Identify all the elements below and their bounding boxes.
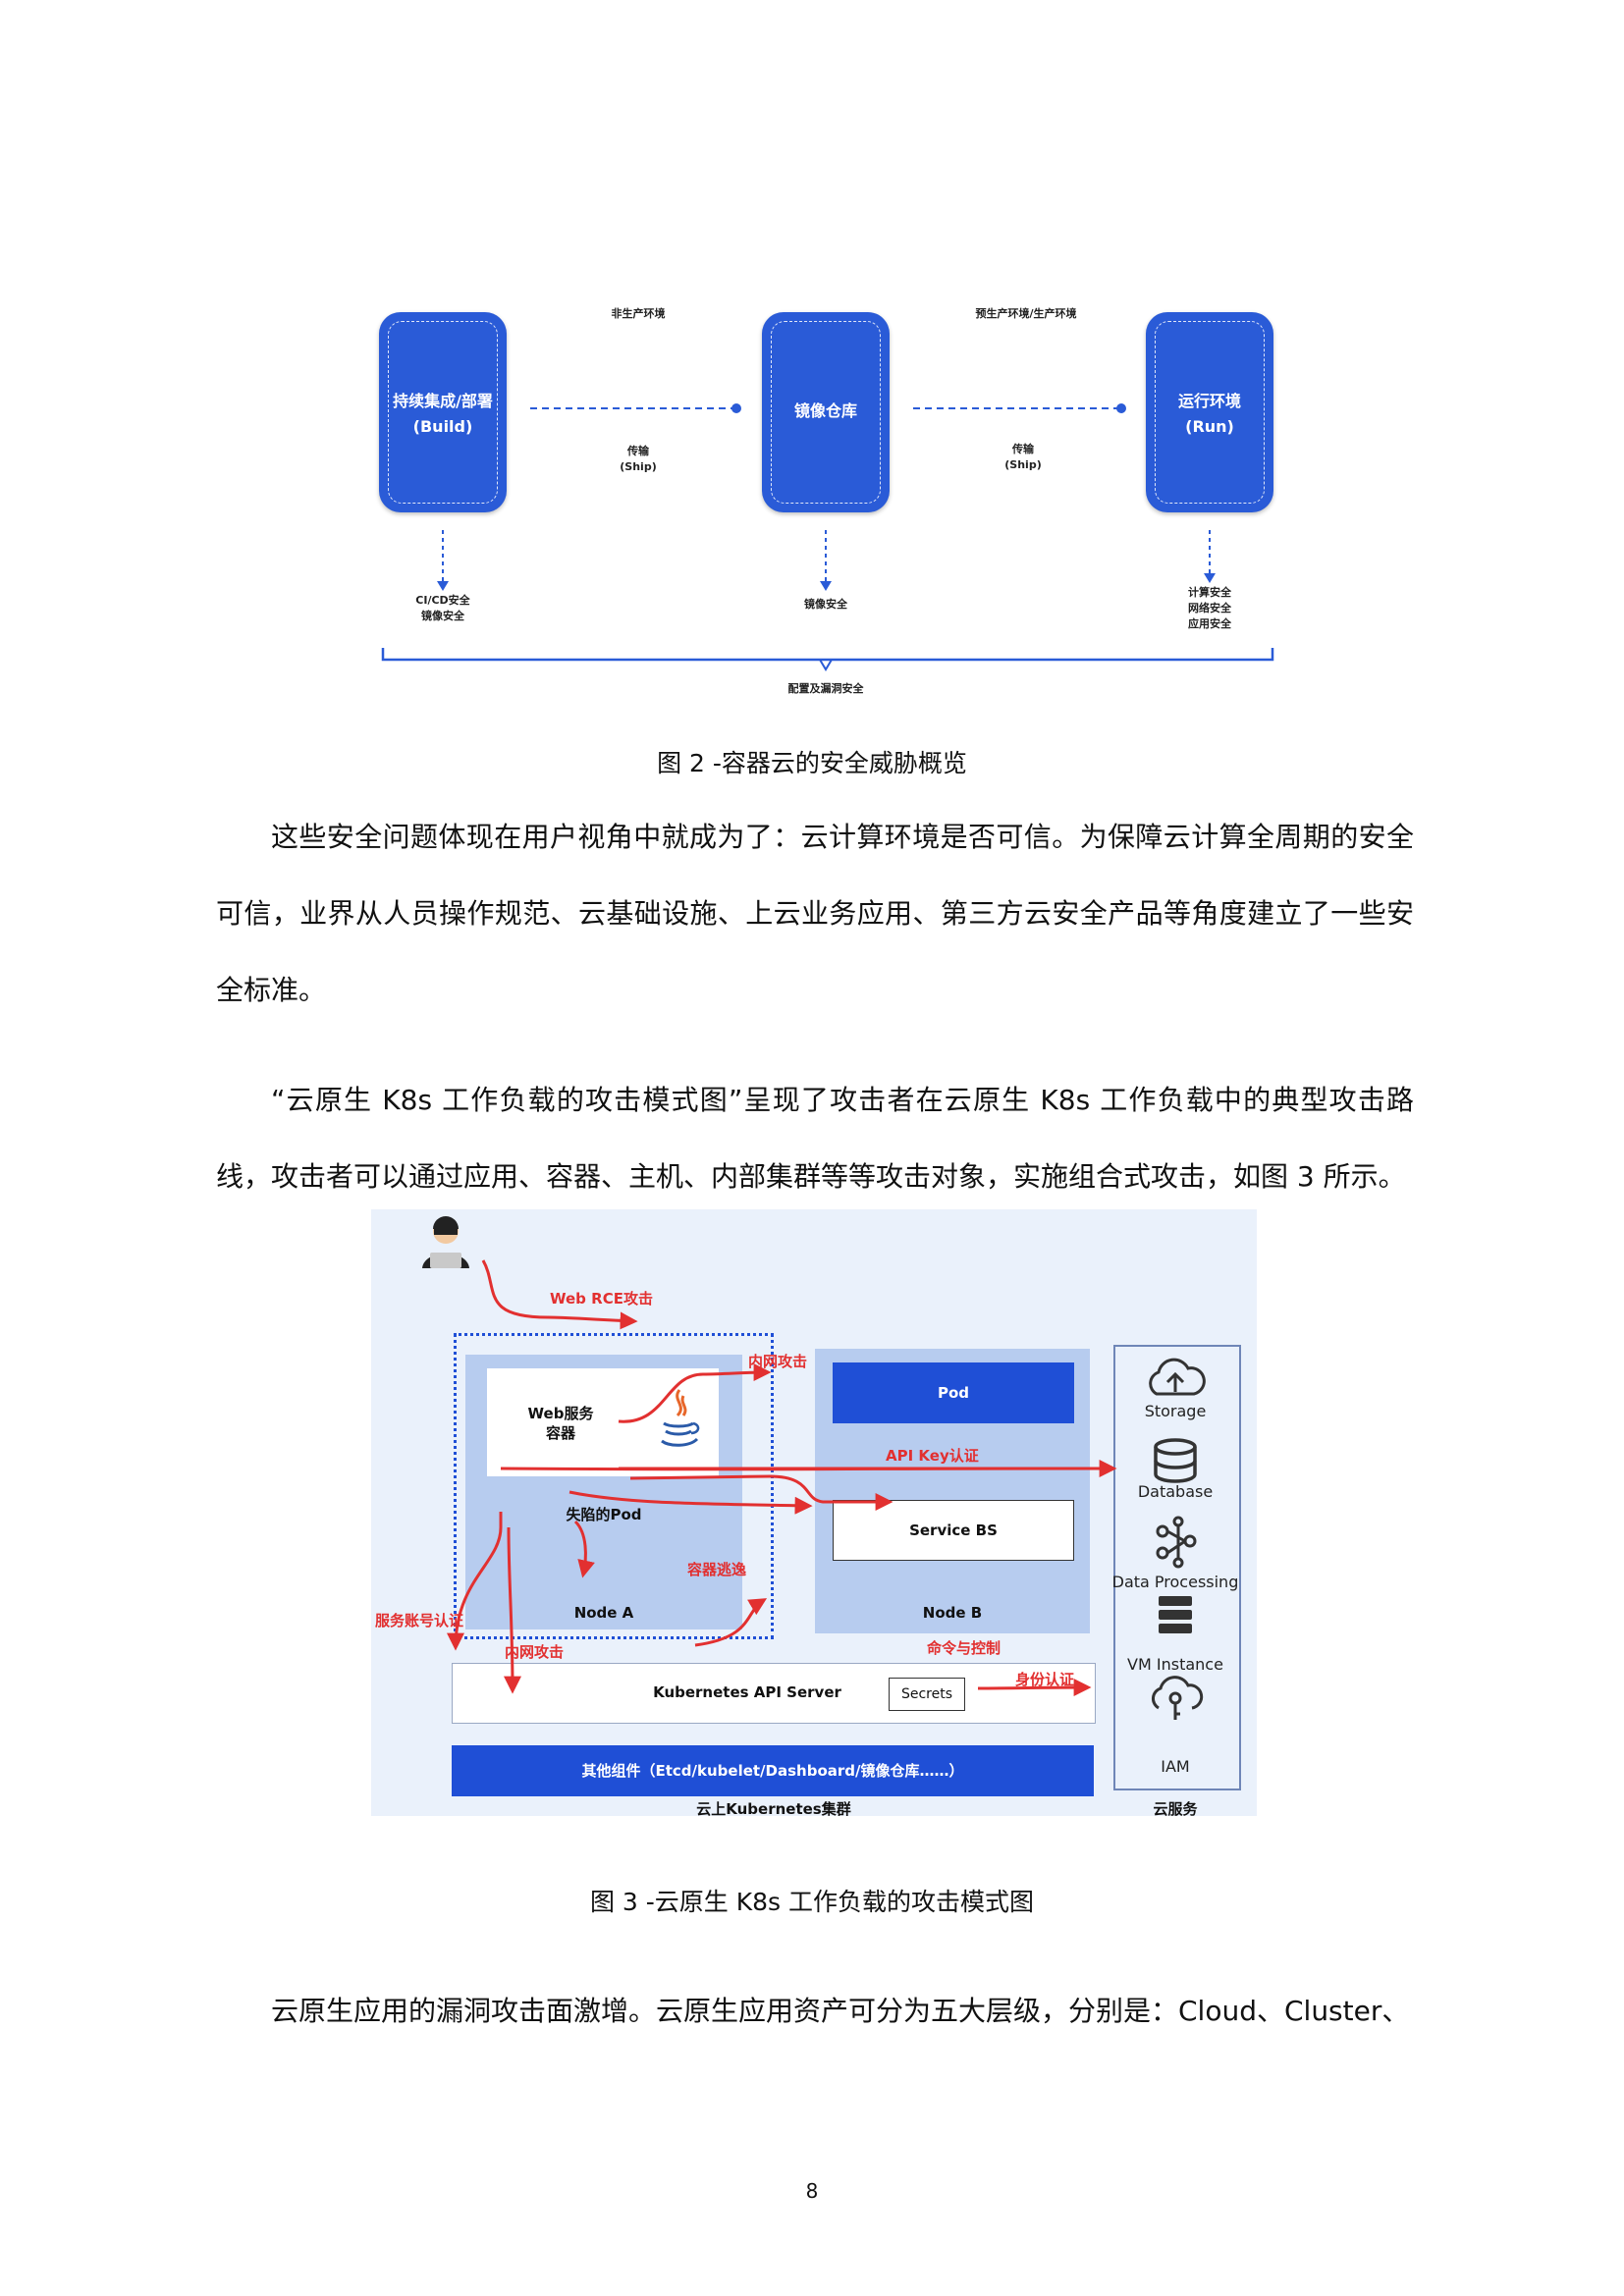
figure-security-overview: 持续集成/部署 (Build) 镜像仓库 运行环境 (Run) 非生产环境 预生… [0,0,1624,707]
web-container-box: Web服务 容器 [487,1368,719,1476]
storage-icon [1149,1358,1206,1396]
pod-box: Pod [833,1362,1074,1423]
database-icon [1154,1438,1197,1483]
service-data-processing-label: Data Processing [1111,1573,1239,1591]
paragraph-1-text: 这些安全问题体现在用户视角中就成为了：云计算环境是否可信。为保障云计算全周期的安… [216,821,1414,1006]
attack-label-intranet-1: 内网攻击 [748,1353,808,1370]
attack-label-command-control: 命令与控制 [927,1639,1001,1657]
attack-label-web-rce: Web RCE攻击 [550,1290,653,1308]
cluster-label: 云上Kubernetes集群 [696,1800,851,1818]
paragraph-3-text: 云原生应用的漏洞攻击面激增。云原生应用资产可分为五大层级，分别是：Cloud、C… [271,1995,1410,2027]
figure-attack-pattern: Web服务 容器 失陷的Pod Node A Pod Service BS No… [371,1209,1257,1818]
attacker-icon [422,1216,469,1268]
java-icon [661,1389,700,1447]
stage-build: 持续集成/部署 (Build) [379,312,507,512]
other-components-label: 其他组件（Etcd/kubelet/Dashboard/镜像仓库……） [581,1762,964,1780]
iam-icon [1152,1676,1204,1720]
figure1-caption: 图 2 -容器云的安全威胁概览 [657,749,967,777]
attack-label-identity-auth: 身份认证 [1015,1671,1075,1688]
security-label-run: 计算安全 网络安全 应用安全 [1188,586,1231,630]
secrets-label: Secrets [900,1686,953,1702]
env-label-nonprod: 非生产环境 [611,307,666,320]
attack-label-service-account: 服务账号认证 [375,1612,464,1629]
figure2-caption: 图 3 -云原生 K8s 工作负载的攻击模式图 [589,1888,1035,1916]
api-server-label: Kubernetes API Server [653,1683,841,1701]
env-label-prod: 预生产环境/生产环境 [975,307,1077,320]
paragraph-3: 云原生应用的漏洞攻击面激增。云原生应用资产可分为五大层级，分别是：Cloud、C… [216,1973,1414,2050]
compromised-pod-label: 失陷的Pod [566,1506,642,1523]
paragraph-1: 这些安全问题体现在用户视角中就成为了：云计算环境是否可信。为保障云计算全周期的安… [216,799,1414,1029]
page-number: 8 [805,2179,819,2203]
paragraph-2-text: “云原生 K8s 工作负载的攻击模式图”呈现了攻击者在云原生 K8s 工作负载中… [216,1084,1414,1193]
service-database-label: Database [1137,1482,1214,1501]
node-b-label: Node B [922,1604,983,1622]
attack-label-intranet-2: 内网攻击 [505,1643,565,1661]
secrets-box: Secrets [889,1678,965,1711]
service-bs-box: Service BS [833,1500,1074,1561]
web-container-label: Web服务 容器 [527,1405,594,1442]
stage-build-label: 持续集成/部署 (Build) [393,392,493,436]
transfer-label-2: 传输 (Ship) [1004,443,1042,471]
stage-run-label: 运行环境 (Run) [1177,392,1241,436]
paragraph-2: “云原生 K8s 工作负载的攻击模式图”呈现了攻击者在云原生 K8s 工作负载中… [216,1062,1414,1215]
other-components-box: 其他组件（Etcd/kubelet/Dashboard/镜像仓库……） [452,1745,1094,1796]
pod-label: Pod [937,1384,970,1402]
stage-registry: 镜像仓库 [762,312,890,512]
service-vm-instance-label: VM Instance [1127,1655,1223,1674]
security-label-build: CI/CD安全 镜像安全 [415,594,470,622]
attack-label-api-key: API Key认证 [886,1447,979,1465]
transfer-label-1: 传输 (Ship) [620,445,657,473]
stage-run: 运行环境 (Run) [1146,312,1273,512]
bottom-brace-label: 配置及漏洞安全 [787,682,864,695]
data-processing-icon [1156,1516,1197,1569]
attack-arrows [447,1259,1257,1697]
api-server-box: Kubernetes API Server Secrets [452,1663,1096,1724]
service-bs-label: Service BS [909,1522,998,1539]
security-label-registry: 镜像安全 [804,598,847,611]
service-storage-label: Storage [1144,1402,1207,1420]
attack-arrows-main [371,1209,1257,1816]
node-a-label: Node A [573,1604,634,1622]
stage-registry-label: 镜像仓库 [793,401,857,420]
vm-instance-icon [1159,1596,1192,1633]
figure1-connectors [381,403,1274,671]
attack-label-container-escape: 容器逃逸 [687,1561,747,1578]
cloud-services-label: 云服务 [1153,1800,1198,1818]
cloud-service-icons [1149,1358,1206,1720]
node-a-dotted-border [454,1333,774,1639]
service-iam-label: IAM [1161,1757,1190,1776]
